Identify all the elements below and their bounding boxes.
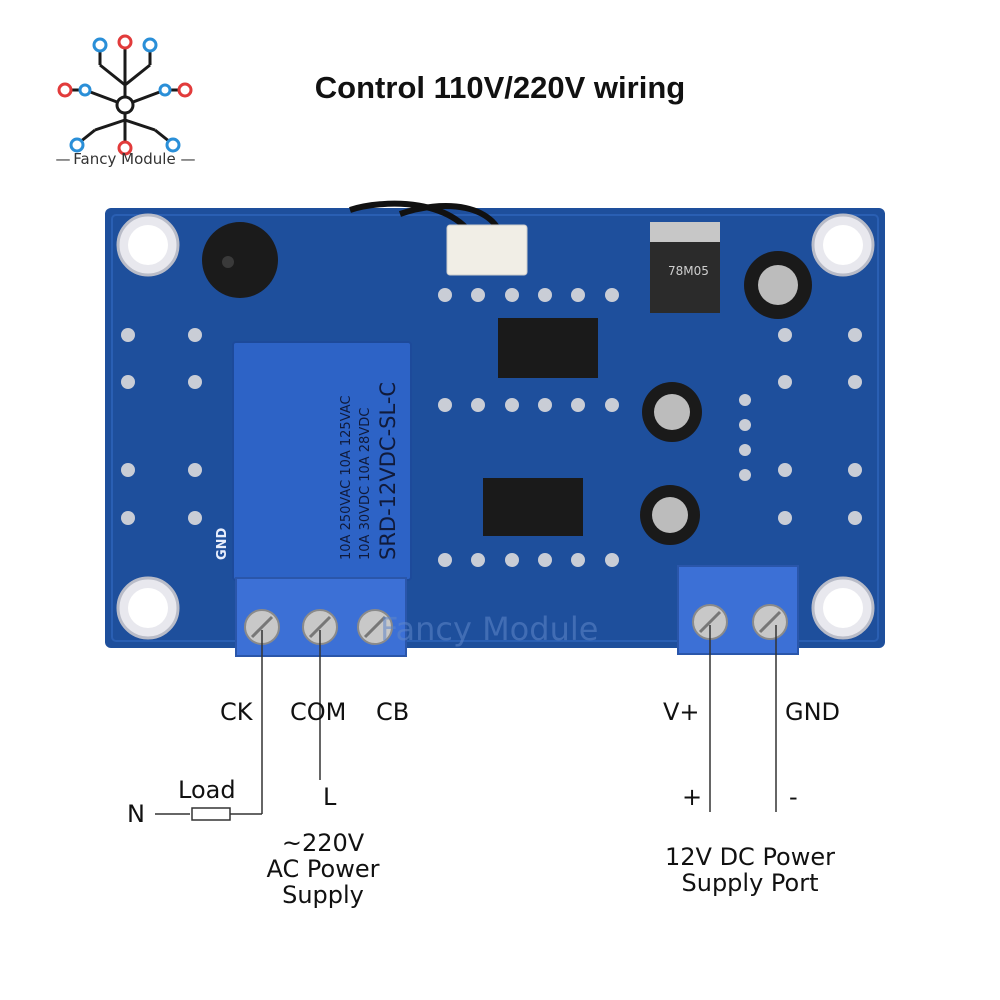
svg-text:Fancy Module: Fancy Module bbox=[380, 610, 598, 648]
svg-text:10A 250VAC 10A 125VAC: 10A 250VAC 10A 125VAC bbox=[339, 396, 354, 561]
svg-text:SRD-12VDC-SL-C: SRD-12VDC-SL-C bbox=[376, 382, 400, 560]
terminal-label-com: COM bbox=[290, 698, 347, 726]
svg-text:78M05: 78M05 bbox=[668, 264, 709, 278]
buzzer bbox=[202, 222, 278, 298]
dc-power-supply-label: 12V DC Power Supply Port bbox=[664, 843, 835, 897]
load-label: Load bbox=[178, 776, 236, 804]
neutral-label: N bbox=[127, 800, 145, 828]
svg-text:10A 30VDC 10A 28VDC: 10A 30VDC 10A 28VDC bbox=[358, 408, 373, 560]
page-title: Control 110V/220V wiring bbox=[314, 70, 686, 105]
electrolytic-capacitors bbox=[640, 251, 812, 545]
line-label: L bbox=[323, 783, 337, 811]
ic-chip-2 bbox=[483, 478, 583, 536]
voltage-regulator bbox=[650, 228, 720, 313]
fancy-module-logo-icon bbox=[57, 34, 193, 156]
svg-text:GND: GND bbox=[215, 527, 230, 560]
terminal-label-cb: CB bbox=[376, 698, 410, 726]
terminal-label-gnd: GND bbox=[785, 698, 841, 726]
ac-power-supply-label: ~220V AC Power Supply bbox=[266, 829, 380, 909]
load-resistor-icon bbox=[191, 807, 231, 821]
probe-connector bbox=[446, 224, 528, 276]
logo-text: — Fancy Module — bbox=[55, 150, 196, 168]
terminal-label-v-plus: V+ bbox=[663, 698, 700, 726]
plus-label: + bbox=[682, 783, 703, 811]
ic-chip-1 bbox=[498, 318, 598, 378]
minus-label: - bbox=[789, 783, 798, 811]
solder-pads bbox=[121, 288, 862, 567]
terminal-label-ck: CK bbox=[220, 698, 253, 726]
wiring-lines bbox=[155, 625, 777, 815]
